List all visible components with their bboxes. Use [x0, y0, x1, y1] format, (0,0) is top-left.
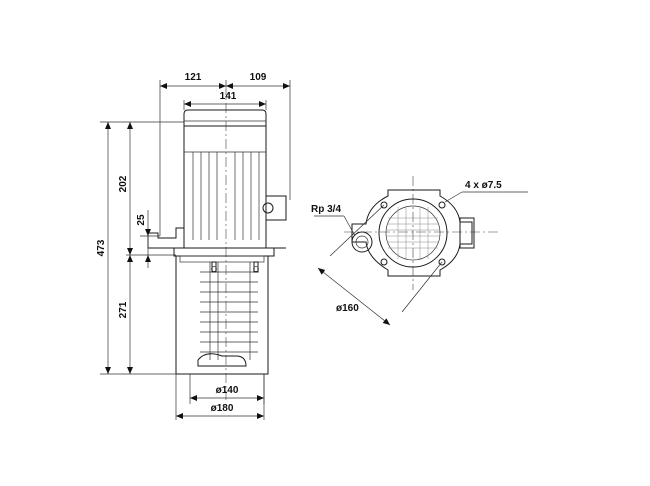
dim-label-tank-diameter: ø180 — [211, 403, 234, 414]
dim-label-flange-offset: 25 — [136, 214, 147, 226]
tie-bolts — [211, 261, 259, 273]
dim-label-width-right: 109 — [250, 72, 267, 83]
left-flange — [147, 227, 185, 249]
side-cable-entry — [459, 217, 475, 249]
dim-label-immersion: 271 — [118, 301, 129, 318]
motor-cooling-fins — [184, 151, 266, 240]
side-view: 121 109 141 473 202 271 25 ø140 ø180 — [96, 72, 291, 420]
label-outlet-thread: Rp 3/4 — [311, 204, 341, 215]
pump-stages — [200, 262, 258, 360]
dim-label-total-height: 473 — [96, 239, 107, 256]
fan-grille-pattern — [386, 206, 440, 260]
motor-housing-circle — [378, 198, 448, 268]
mounting-flange — [351, 189, 473, 277]
dim-label-motor-height: 202 — [118, 175, 129, 192]
top-view: 4 x ø7.5 Rp 3/4 ø160 — [311, 176, 528, 326]
impeller-inlet — [197, 353, 247, 367]
terminal-box — [265, 195, 287, 221]
mounting-plate — [173, 247, 275, 257]
motor-body — [183, 125, 267, 249]
dim-label-motor-width: 141 — [220, 91, 237, 102]
label-mounting-holes: 4 x ø7.5 — [465, 180, 502, 191]
dim-label-base-diameter: ø140 — [216, 385, 239, 396]
dim-label-width-left: 121 — [185, 72, 202, 83]
fan-grille — [385, 205, 441, 261]
outlet-port — [351, 231, 373, 253]
dim-line-bolt-circle — [317, 267, 391, 326]
cable-gland — [262, 202, 274, 214]
motor-top-cover — [183, 109, 267, 126]
dim-label-bolt-circle: ø160 — [336, 303, 359, 314]
bolt-holes — [380, 201, 446, 266]
